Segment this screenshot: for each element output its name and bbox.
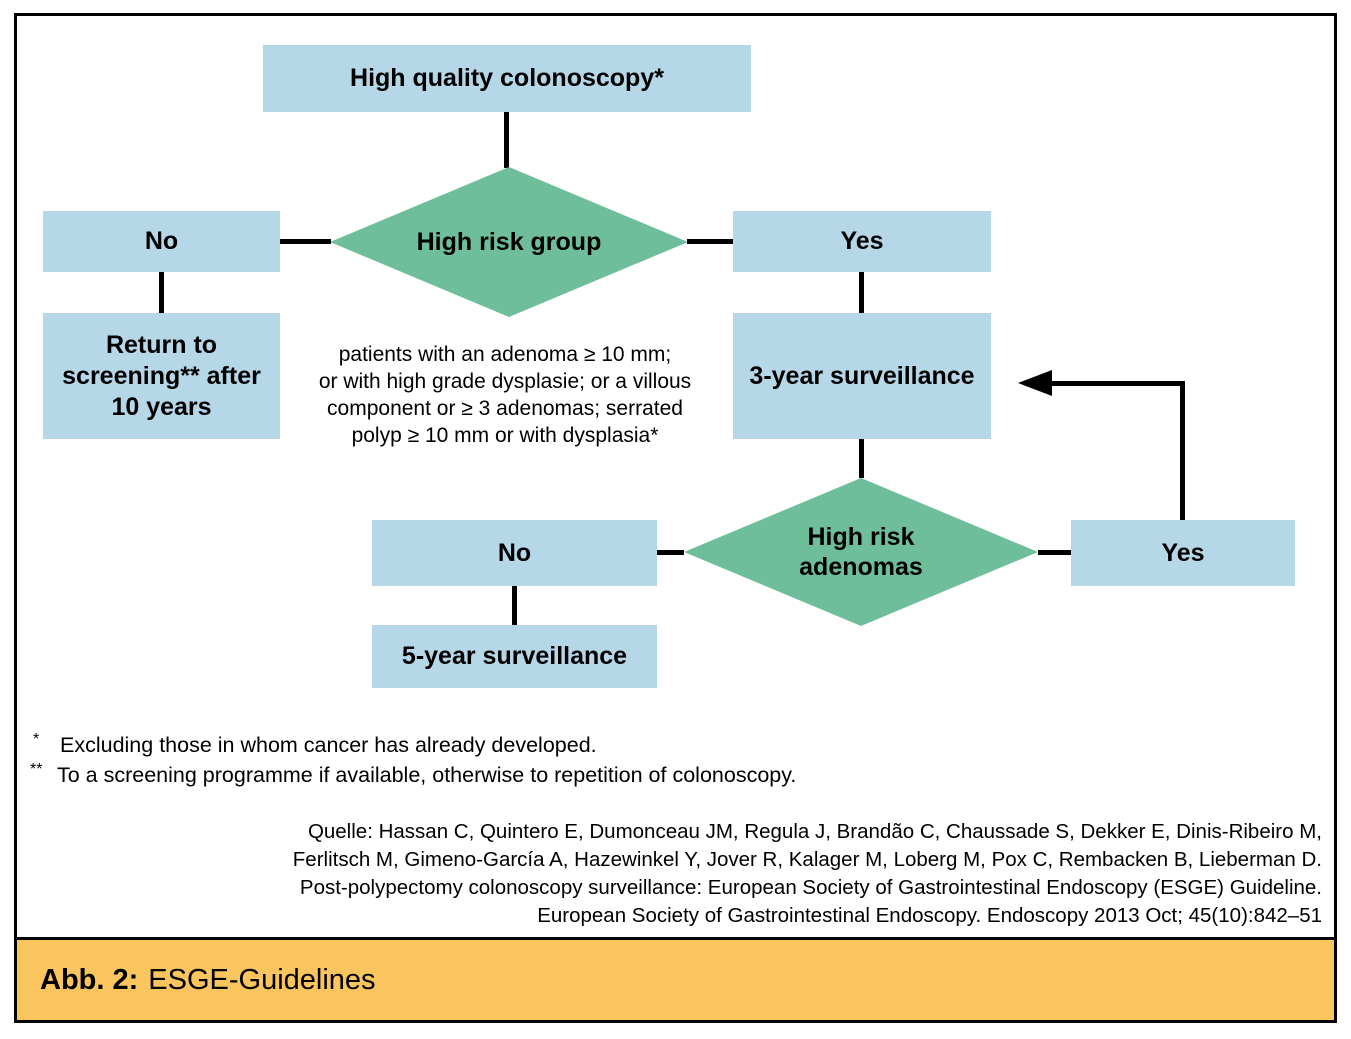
- connector-diamond2-to-yes2: [1038, 550, 1071, 555]
- connector-topbox-to-diamond1: [504, 112, 509, 168]
- diamond-label: High risk group: [416, 228, 602, 256]
- diamond-label-line: adenomas: [799, 553, 923, 581]
- citation-line: European Society of Gastrointestinal End…: [537, 904, 1322, 927]
- footnote-1: * Excluding those in whom cancer has alre…: [33, 731, 597, 758]
- figure-caption-bar: Abb. 2: ESGE-Guidelines: [14, 937, 1337, 1023]
- footnote-text: To a screening programme if available, o…: [57, 763, 797, 787]
- box-label: 5-year surveillance: [401, 642, 628, 670]
- footnote-2: ** To a screening programme if available,…: [30, 761, 796, 788]
- box-label-line: 10 years: [111, 392, 212, 421]
- connector-diamond1-to-yes1: [687, 239, 733, 244]
- box-3-year-surveillance: 3-year surveillance: [733, 313, 991, 439]
- feedback-arrow-vertical: [1180, 381, 1185, 520]
- box-no-2: No: [372, 520, 657, 586]
- box-label: High quality colonoscopy*: [350, 64, 664, 92]
- citation-line: Post-polypectomy colonoscopy surveillanc…: [299, 876, 1322, 899]
- feedback-arrow-horizontal: [1046, 381, 1185, 386]
- box-yes-2: Yes: [1071, 520, 1295, 586]
- box-5-year-surveillance: 5-year surveillance: [372, 625, 657, 688]
- connector-no2-to-5year: [512, 586, 517, 625]
- source-citation: Quelle: Hassan C, Quintero E, Dumonceau …: [130, 818, 1322, 930]
- box-label: No: [497, 538, 532, 567]
- criteria-line: component or ≥ 3 adenomas; serrated: [327, 397, 683, 420]
- footnote-marker: *: [33, 731, 40, 748]
- figure-caption-text: ESGE-Guidelines: [148, 963, 376, 996]
- box-label-line: Return to: [105, 330, 218, 359]
- diamond-label-line: High risk: [807, 523, 915, 551]
- criteria-line: patients with an adenoma ≥ 10 mm;: [338, 343, 672, 366]
- citation-line: Quelle: Hassan C, Quintero E, Dumonceau …: [307, 820, 1322, 843]
- box-yes-1: Yes: [733, 211, 991, 272]
- criteria-line: or with high grade dysplasie; or a villo…: [318, 370, 692, 393]
- citation-line: Ferlitsch M, Gimeno-García A, Hazewinkel…: [292, 848, 1322, 871]
- box-no-1: No: [43, 211, 280, 272]
- box-label-line: screening** after: [62, 361, 261, 390]
- box-return-to-screening: Return to screening** after 10 years: [43, 313, 280, 439]
- box-high-quality-colonoscopy: High quality colonoscopy*: [263, 45, 751, 112]
- box-label: Yes: [1161, 538, 1205, 567]
- criteria-line: polyp ≥ 10 mm or with dysplasia*: [351, 424, 659, 447]
- feedback-arrowhead-icon: [1018, 370, 1052, 396]
- criteria-note: patients with an adenoma ≥ 10 mm; or wit…: [285, 341, 725, 449]
- figure-caption-label: Abb. 2:: [40, 963, 139, 996]
- connector-yes1-to-3year: [859, 272, 864, 313]
- connector-diamond2-to-no2: [656, 550, 684, 555]
- connector-3year-to-diamond2: [859, 439, 864, 478]
- footnote-text: Excluding those in whom cancer has alrea…: [60, 733, 597, 757]
- connector-no1-to-return: [159, 272, 164, 313]
- box-label: 3-year surveillance: [749, 361, 975, 390]
- flowchart-frame: [14, 13, 1337, 940]
- box-label: No: [144, 227, 179, 255]
- footnote-marker: **: [30, 761, 43, 778]
- box-label: Yes: [840, 227, 884, 255]
- connector-diamond1-to-no1: [280, 239, 331, 244]
